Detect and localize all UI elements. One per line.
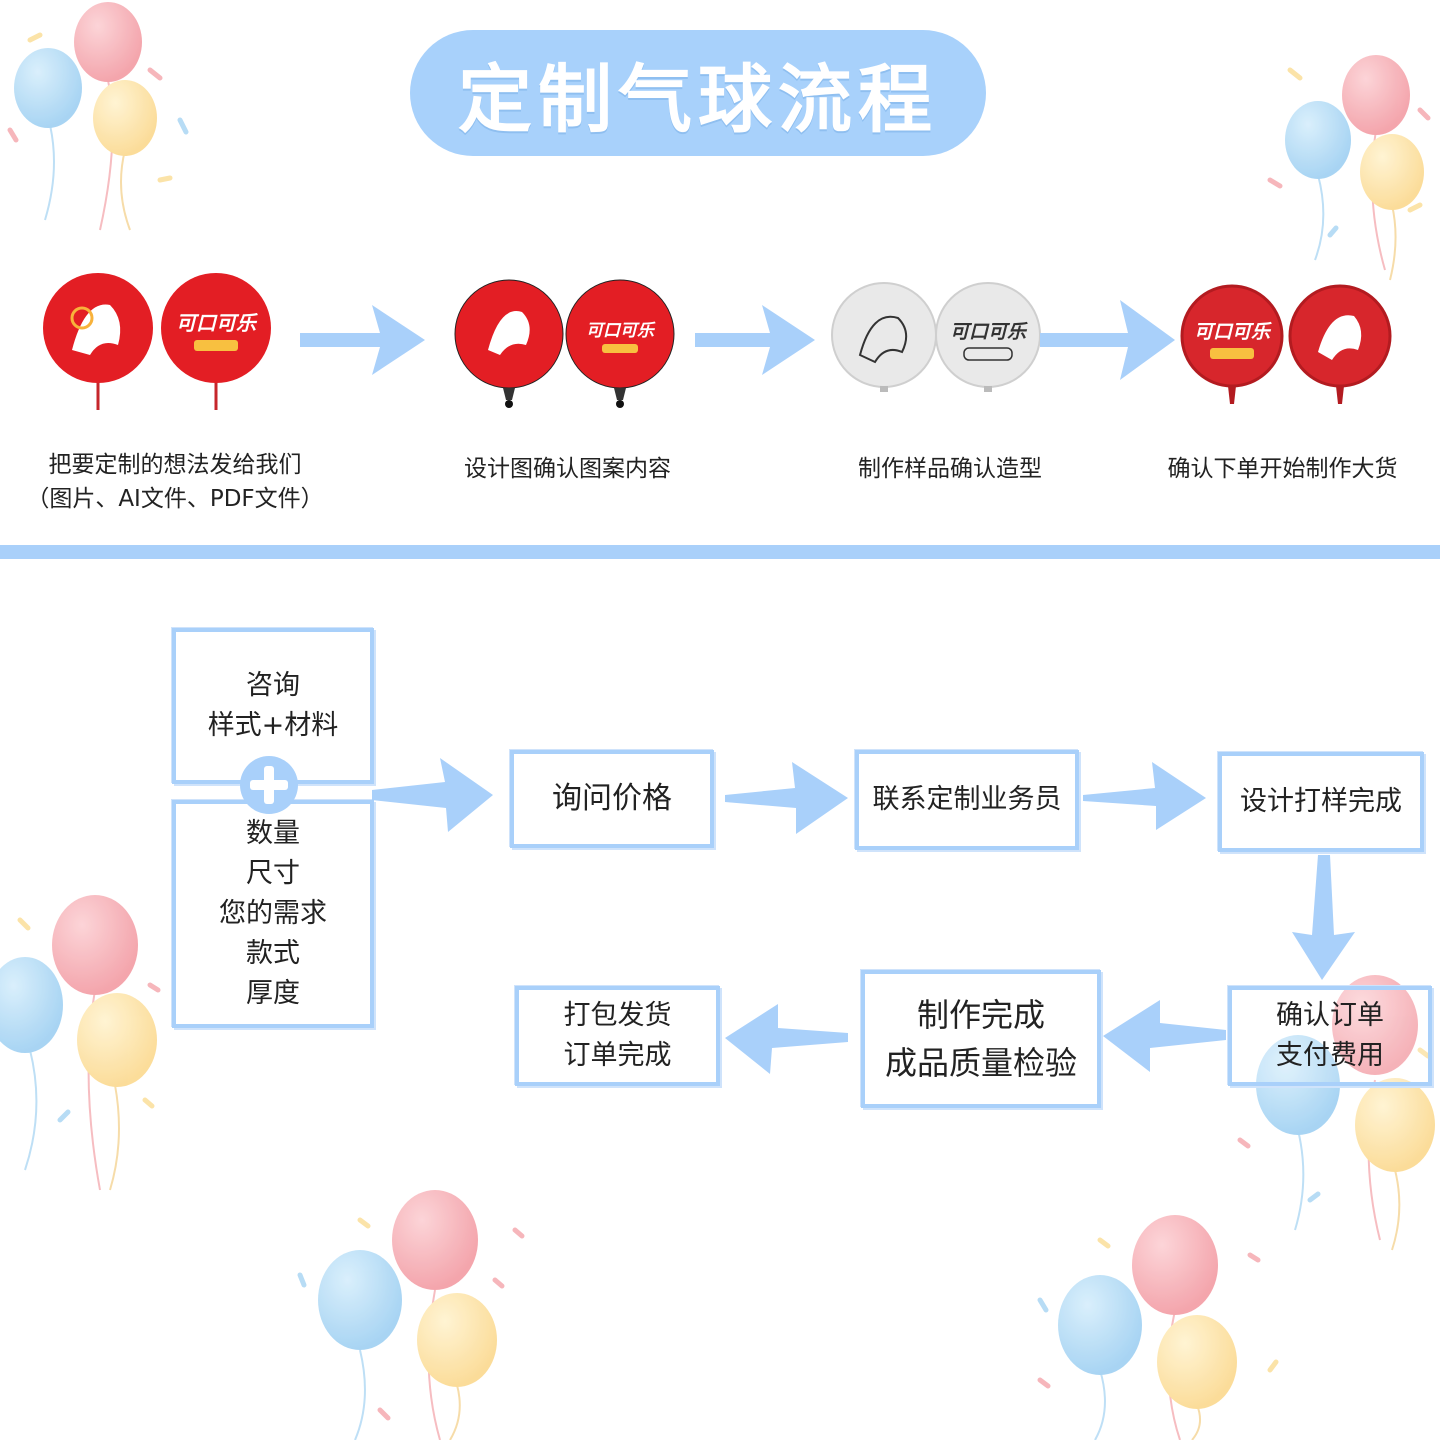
ask-price-box: 询问价格 <box>510 750 714 848</box>
top-flow-arrows <box>300 300 1175 380</box>
plus-icon <box>240 756 298 814</box>
title-banner: 定制气球流程 <box>410 30 986 156</box>
step2-caption: 设计图确认图案内容 <box>464 456 671 482</box>
brand-text-3: 可口可乐 <box>950 321 1028 343</box>
ship-box: 打包发货 订单完成 <box>515 986 720 1086</box>
balloon-image-step1 <box>43 273 271 410</box>
balloon-image-step3 <box>831 282 1041 392</box>
details-box: 数量 尺寸 您的需求 款式 厚度 <box>172 800 374 1028</box>
step1-caption: 把要定制的想法发给我们 （图片、AI文件、PDF文件） <box>26 452 324 512</box>
production-box: 制作完成 成品质量检验 <box>861 970 1101 1108</box>
page-title: 定制气球流程 <box>458 56 938 143</box>
step4-caption: 确认下单开始制作大货 <box>1167 456 1398 482</box>
contact-box: 联系定制业务员 <box>855 750 1079 850</box>
design-sample-box: 设计打样完成 <box>1218 752 1424 852</box>
balloon-image-step2 <box>454 279 675 408</box>
brand-text-1: 可口可乐 <box>176 311 258 335</box>
section-divider <box>0 545 1440 559</box>
balloon-image-step4 <box>1180 284 1392 404</box>
step3-caption: 制作样品确认造型 <box>858 456 1042 482</box>
brand-text-2: 可口可乐 <box>586 321 656 341</box>
confirm-order-box: 确认订单 支付费用 <box>1228 986 1432 1086</box>
balloon-step-images: 可口可乐 可口可乐 可口可乐 可口可乐 <box>43 273 1392 410</box>
brand-text-4: 可口可乐 <box>1194 321 1272 343</box>
